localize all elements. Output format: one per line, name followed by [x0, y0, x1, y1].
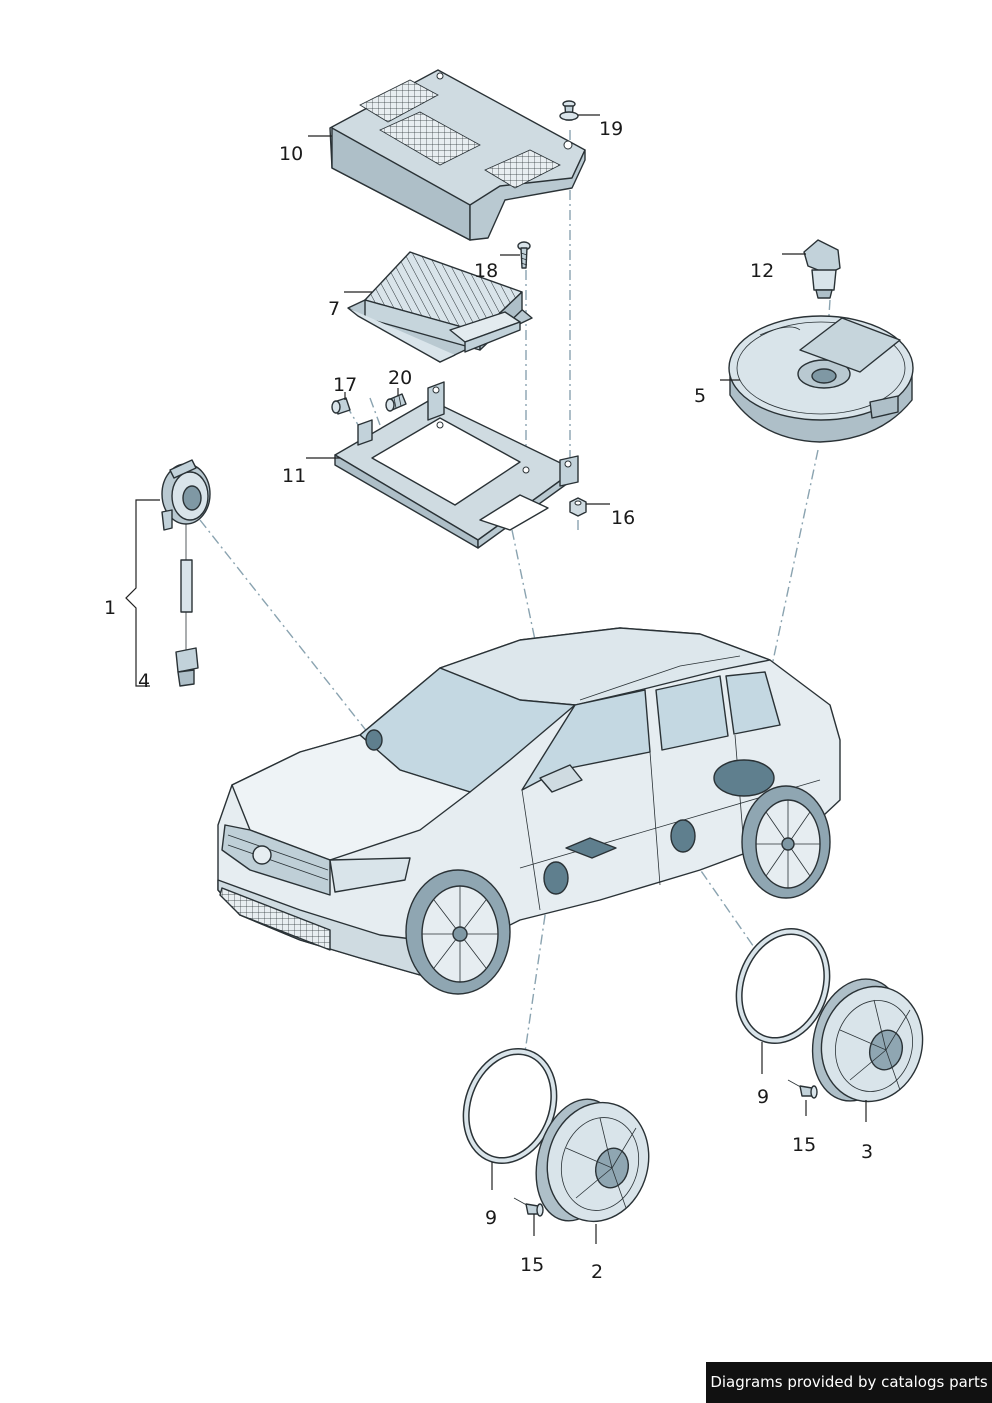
callout-15-right: 15	[792, 1134, 816, 1156]
screw-part-17	[331, 397, 351, 415]
callout-4: 4	[138, 670, 150, 692]
callout-3: 3	[861, 1141, 873, 1163]
speaker-part-3	[811, 978, 924, 1103]
credit-banner: Diagrams provided by catalogs parts	[706, 1362, 992, 1403]
amplifier-part-7	[347, 251, 533, 363]
callout-7: 7	[328, 298, 340, 320]
callout-9-right: 9	[757, 1086, 769, 1108]
callout-1: 1	[104, 597, 116, 619]
tweeter-part-1	[161, 459, 211, 650]
callout-11: 11	[282, 465, 306, 487]
screw-part-18	[517, 241, 531, 269]
callout-5: 5	[694, 385, 706, 407]
callout-16: 16	[611, 507, 635, 529]
connector-part-4	[175, 647, 199, 687]
callout-20: 20	[388, 367, 412, 389]
callout-labels: 1 2 3 4 5 7 9 9 10 11 12 15 15 16 17 18 …	[104, 118, 873, 1283]
callout-18: 18	[474, 260, 498, 282]
callout-19: 19	[599, 118, 623, 140]
bracket-part-11	[334, 381, 579, 549]
vehicle-body	[217, 627, 841, 995]
nut-part-16	[569, 497, 587, 517]
screw-part-19	[559, 100, 579, 121]
rivet-part-15-left	[513, 1197, 544, 1217]
callout-12: 12	[750, 260, 774, 282]
seal-ring-part-9-left	[462, 1047, 558, 1165]
cover-part-10	[329, 69, 586, 241]
callout-15-left: 15	[520, 1254, 544, 1276]
callout-17: 17	[333, 374, 357, 396]
speaker-part-2	[535, 1098, 650, 1223]
screw-part-20	[385, 393, 407, 412]
callout-10: 10	[279, 143, 303, 165]
connector-part-12	[803, 239, 841, 299]
leader-lines	[125, 114, 867, 1244]
callout-9-left: 9	[485, 1207, 497, 1229]
callout-2: 2	[591, 1261, 603, 1283]
rivet-part-15-right	[787, 1079, 818, 1099]
subwoofer-part-5	[728, 315, 914, 443]
seal-ring-part-9-right	[735, 927, 831, 1045]
